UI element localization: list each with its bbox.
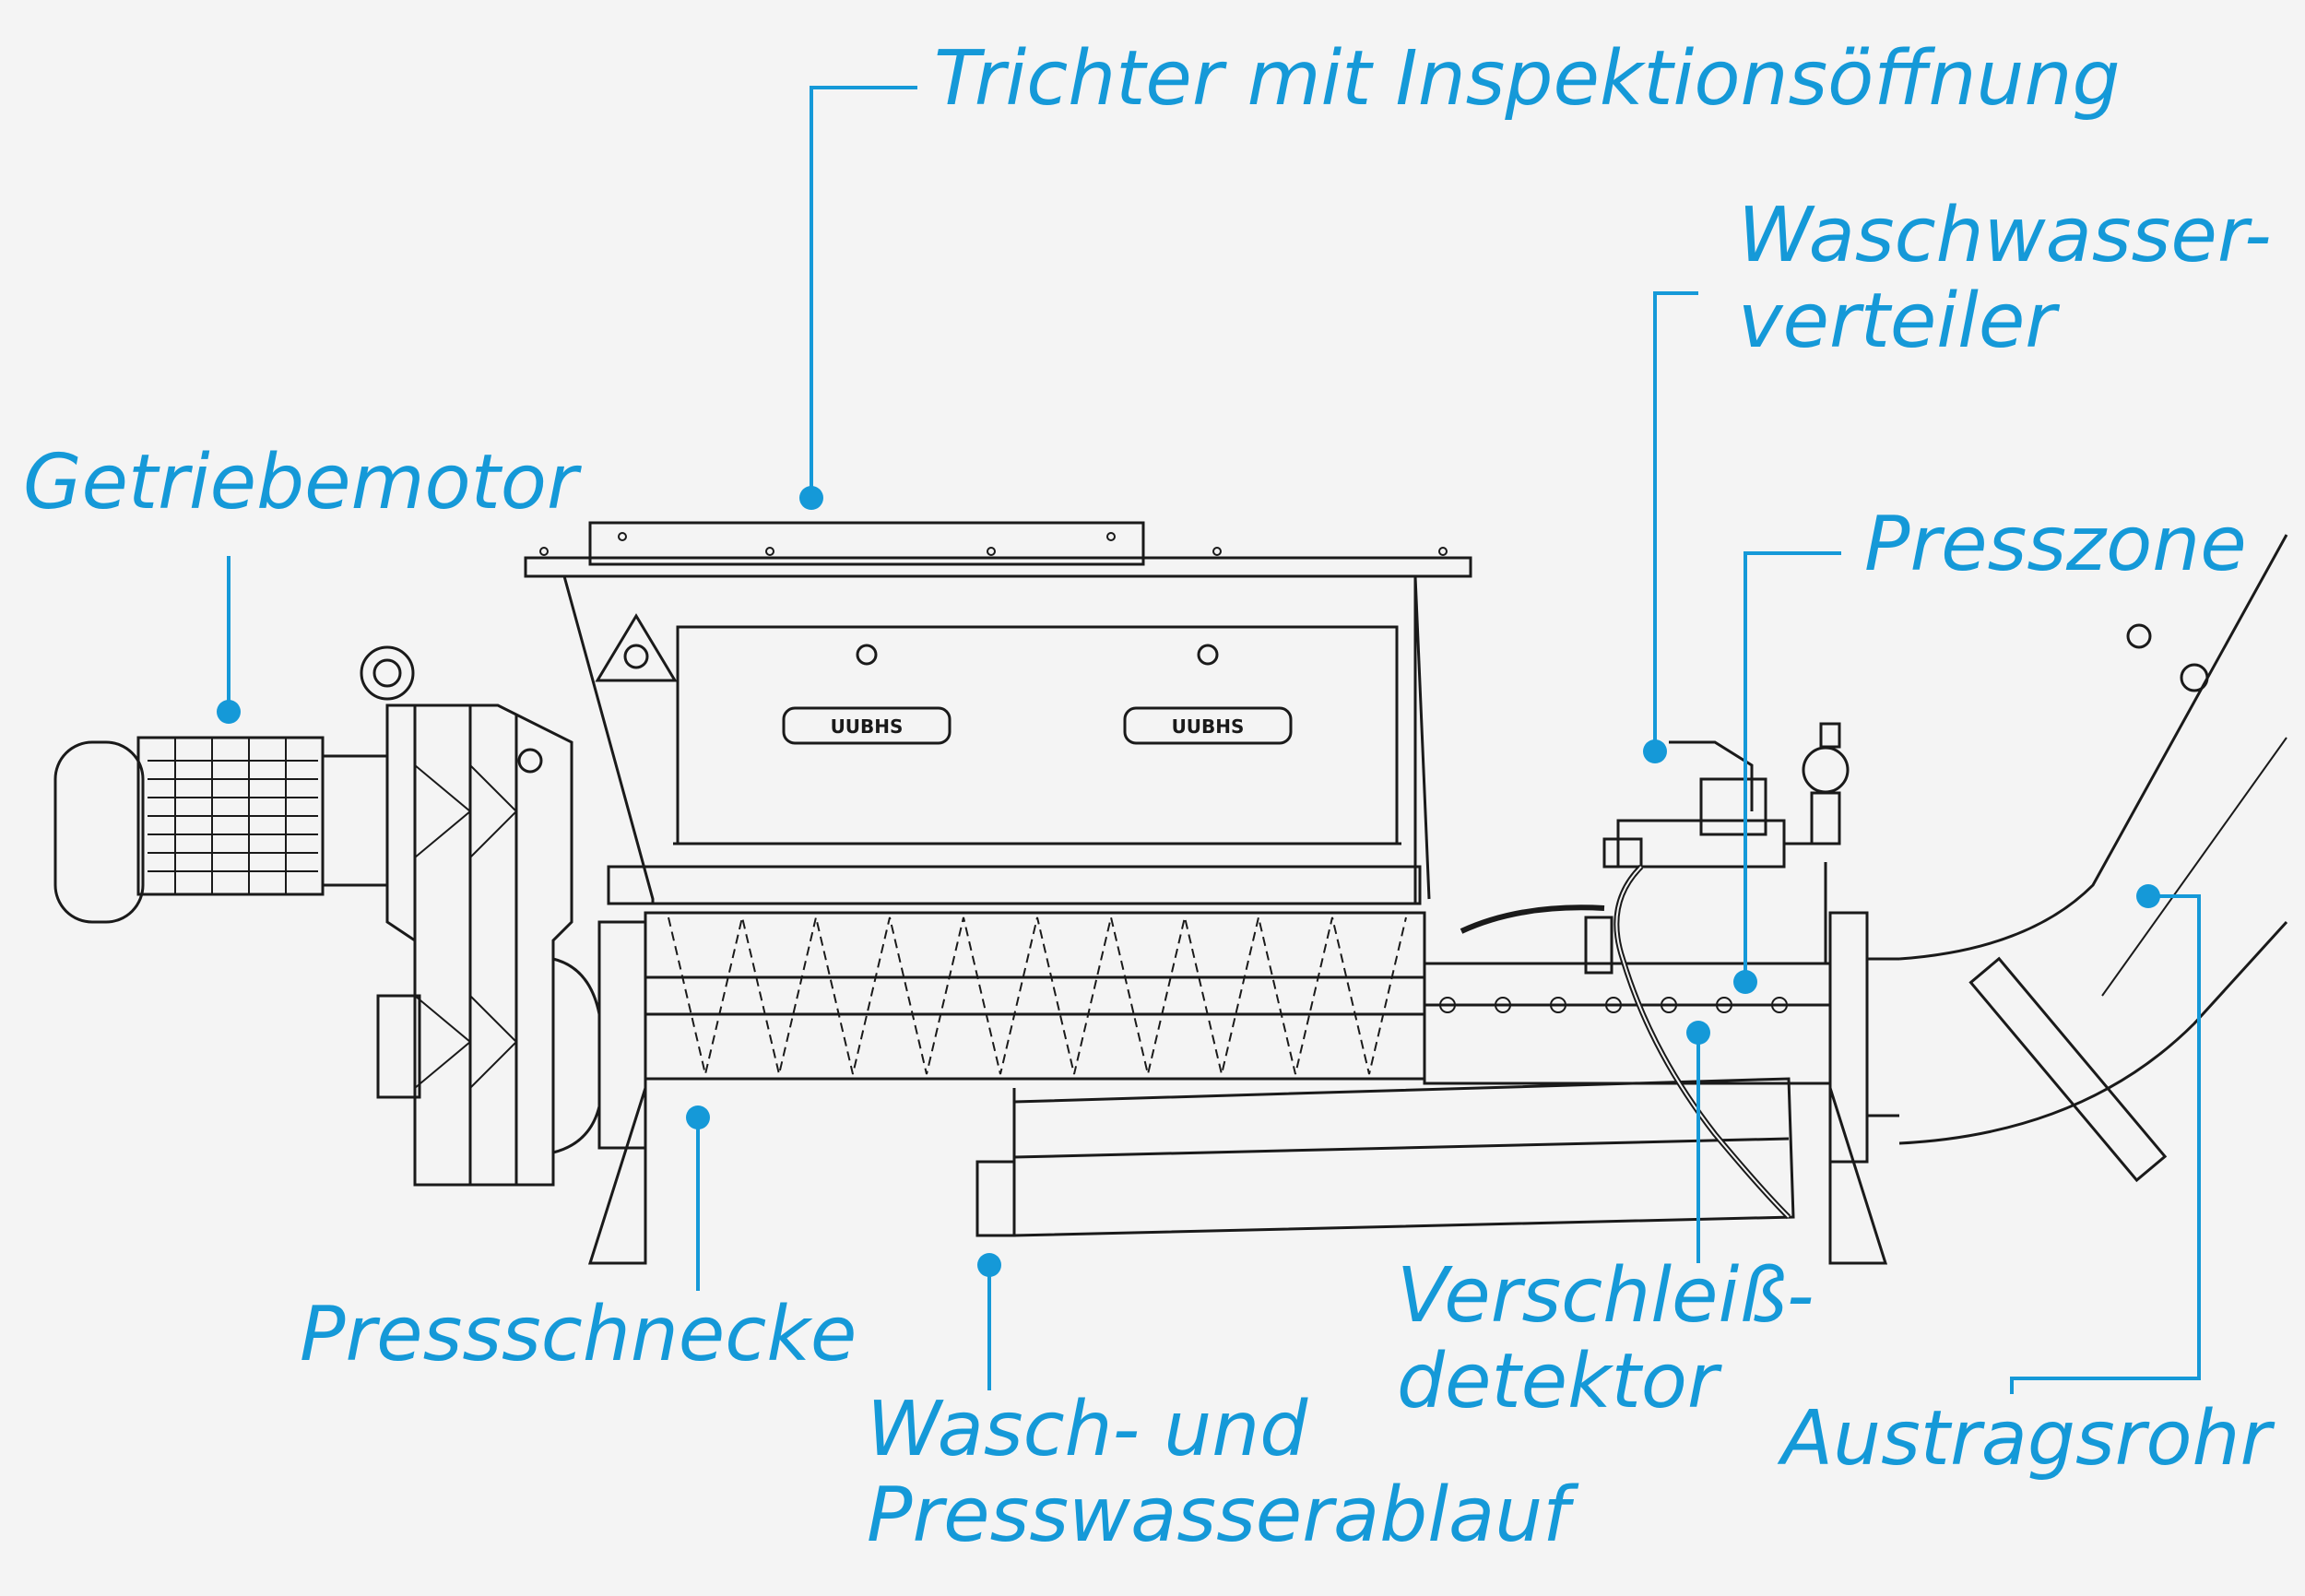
ablauf-label-line-1: Wasch- und	[867, 1386, 1308, 1473]
wash-water-distributor-drawing	[1460, 722, 1850, 1220]
ablauf-label: Wasch- und Presswasserablauf	[867, 1386, 1570, 1559]
discharge-pipe-drawing	[1898, 534, 2288, 1183]
waschwasserverteiler-label: Waschwasser- verteiler	[1738, 192, 2272, 365]
trichter-marker-dot	[799, 486, 823, 510]
austragsrohr-leader-line	[2010, 894, 2201, 1394]
pressschnecke-label: Pressschnecke	[300, 1291, 857, 1378]
getriebemotor-label: Getriebemotor	[23, 439, 578, 526]
left-handle-text: UUBHS	[831, 715, 904, 738]
pressschnecke-label-line-1: Pressschnecke	[300, 1291, 857, 1378]
waschwasserverteiler-marker-dot	[1643, 739, 1667, 763]
presszone-leader-line	[1744, 551, 1841, 982]
ablauf-label-line-2: Presswasserablauf	[867, 1471, 1570, 1559]
austragsrohr-marker-dot	[2136, 884, 2160, 908]
austragsrohr-label: Austragsrohr	[1781, 1395, 2272, 1483]
drain-box-drawing	[975, 1077, 1795, 1237]
trichter-label-line-1: Trichter mit Inspektionsöffnung	[934, 35, 2121, 123]
gear-motor-drawing	[53, 645, 601, 1187]
presszone-label: Presszone	[1864, 502, 2247, 588]
hopper-drawing	[524, 521, 1472, 905]
presszone-marker-dot	[1733, 970, 1757, 994]
verschleissdetektor-marker-dot	[1686, 1021, 1710, 1045]
waschwasserverteiler-label-line-2: verteiler	[1738, 277, 2057, 365]
getriebemotor-marker-dot	[217, 700, 241, 724]
austragsrohr-label-line-1: Austragsrohr	[1781, 1395, 2272, 1483]
trichter-label: Trichter mit Inspektionsöffnung	[934, 35, 2121, 123]
getriebemotor-label-line-1: Getriebemotor	[23, 439, 578, 526]
right-handle-text: UUBHS	[1172, 715, 1245, 738]
pressschnecke-marker-dot	[686, 1105, 710, 1129]
waschwasserverteiler-leader-line	[1653, 291, 1698, 751]
waschwasserverteiler-label-line-1: Waschwasser-	[1738, 192, 2272, 279]
presszone-label-line-1: Presszone	[1864, 501, 2247, 588]
trichter-leader-line	[810, 86, 917, 498]
ablauf-marker-dot	[977, 1253, 1001, 1277]
verschleissdetektor-label-line-1: Verschleiß-	[1397, 1252, 1814, 1340]
verschleissdetektor-label-line-2: detektor	[1397, 1337, 1719, 1425]
verschleissdetektor-label: Verschleiß- detektor	[1397, 1252, 1814, 1425]
screw-housing-drawing	[587, 911, 1899, 1265]
